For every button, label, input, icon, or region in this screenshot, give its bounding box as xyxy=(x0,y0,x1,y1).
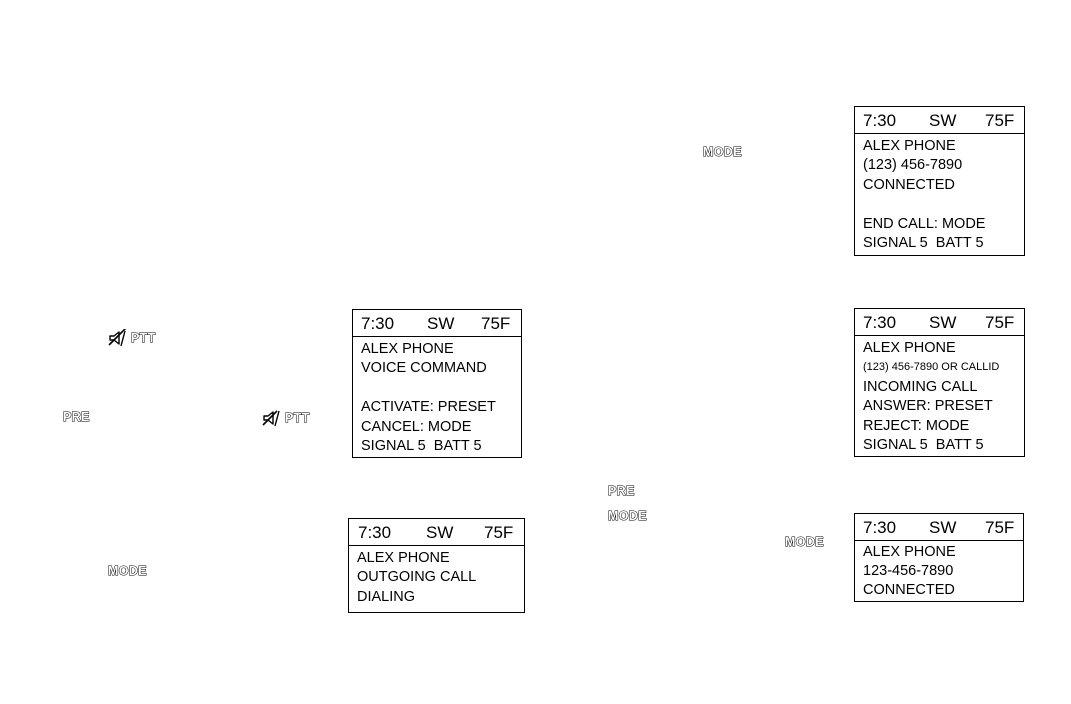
display-body: ALEX PHONE (123) 456-7890 CONNECTED END … xyxy=(855,134,1024,253)
ptt-text: PTT xyxy=(131,331,156,346)
wind-direction: SW xyxy=(427,314,455,333)
pre-label-left: PRE xyxy=(63,410,90,425)
display-line: SIGNAL 5 BATT 5 xyxy=(863,235,984,252)
display-line: INCOMING CALL xyxy=(863,378,978,395)
display-line-small: (123) 456-7890 OR CALLID xyxy=(863,361,1000,374)
wind-direction: SW xyxy=(929,518,957,537)
mode-label-right-2: MODE xyxy=(785,535,824,550)
time: 7:30 xyxy=(358,523,392,542)
speaker-mute-icon xyxy=(108,329,127,347)
pre-label-right: PRE xyxy=(608,484,635,499)
display-line: CANCEL: MODE xyxy=(361,418,472,435)
time: 7:30 xyxy=(361,314,395,333)
display-line xyxy=(361,379,521,398)
display-connected: 7:30 SW 75F ALEX PHONE 123-456-7890 CONN… xyxy=(854,513,1024,602)
display-line: ALEX PHONE xyxy=(357,550,450,566)
temperature: 75F xyxy=(481,314,511,333)
display-body: ALEX PHONE VOICE COMMAND ACTIVATE: PRESE… xyxy=(353,337,521,456)
display-line: SIGNAL 5 BATT 5 xyxy=(863,437,984,454)
temperature: 75F xyxy=(985,518,1015,537)
display-line: (123) 456-7890 xyxy=(863,157,963,174)
time: 7:30 xyxy=(863,518,897,537)
display-body: ALEX PHONE OUTGOING CALL DIALING xyxy=(349,546,524,607)
display-line: OUTGOING CALL xyxy=(357,569,477,586)
display-line: CONNECTED xyxy=(863,582,955,599)
display-voice-command: 7:30 SW 75F ALEX PHONE VOICE COMMAND ACT… xyxy=(352,309,522,458)
display-line: ANSWER: PRESET xyxy=(863,398,993,415)
mute-ptt-label-top: PTT xyxy=(108,329,156,347)
time: 7:30 xyxy=(863,111,897,130)
display-outgoing-call: 7:30 SW 75F ALEX PHONE OUTGOING CALL DIA… xyxy=(348,518,525,613)
display-line: CONNECTED xyxy=(863,176,955,193)
mode-label-left: MODE xyxy=(108,564,147,579)
display-line: SIGNAL 5 BATT 5 xyxy=(361,438,482,455)
mode-label-top-right: MODE xyxy=(703,145,742,160)
mute-ptt-label-middle: PTT xyxy=(262,409,310,427)
speaker-mute-icon xyxy=(262,410,280,427)
display-header: 7:30 SW 75F xyxy=(349,519,524,546)
display-line: DIALING xyxy=(357,588,416,605)
display-line: 123-456-7890 xyxy=(863,563,954,580)
display-header: 7:30 SW 75F xyxy=(353,310,521,337)
display-line: ALEX PHONE xyxy=(863,544,956,560)
mode-label-right: MODE xyxy=(608,509,647,524)
display-connected-end-call: 7:30 SW 75F ALEX PHONE (123) 456-7890 CO… xyxy=(854,106,1025,256)
wind-direction: SW xyxy=(929,111,957,130)
display-header: 7:30 SW 75F xyxy=(855,309,1024,336)
display-line: ALEX PHONE xyxy=(863,340,956,356)
display-header: 7:30 SW 75F xyxy=(855,107,1024,134)
display-line: ALEX PHONE xyxy=(361,341,454,357)
display-line xyxy=(863,195,1024,214)
display-body: ALEX PHONE 123-456-7890 CONNECTED xyxy=(855,541,1023,601)
time: 7:30 xyxy=(863,313,897,332)
wind-direction: SW xyxy=(426,523,454,542)
temperature: 75F xyxy=(985,313,1015,332)
ptt-text: PTT xyxy=(285,411,310,426)
display-header: 7:30 SW 75F xyxy=(855,514,1023,541)
display-line: END CALL: MODE xyxy=(863,215,986,232)
display-line: VOICE COMMAND xyxy=(361,360,487,377)
display-incoming-call: 7:30 SW 75F ALEX PHONE (123) 456-7890 OR… xyxy=(854,308,1025,457)
display-body: ALEX PHONE (123) 456-7890 OR CALLID INCO… xyxy=(855,336,1024,455)
display-line: ACTIVATE: PRESET xyxy=(361,399,496,416)
display-line: REJECT: MODE xyxy=(863,417,970,434)
temperature: 75F xyxy=(484,523,514,542)
temperature: 75F xyxy=(985,111,1015,130)
display-line: ALEX PHONE xyxy=(863,138,956,154)
wind-direction: SW xyxy=(929,313,957,332)
